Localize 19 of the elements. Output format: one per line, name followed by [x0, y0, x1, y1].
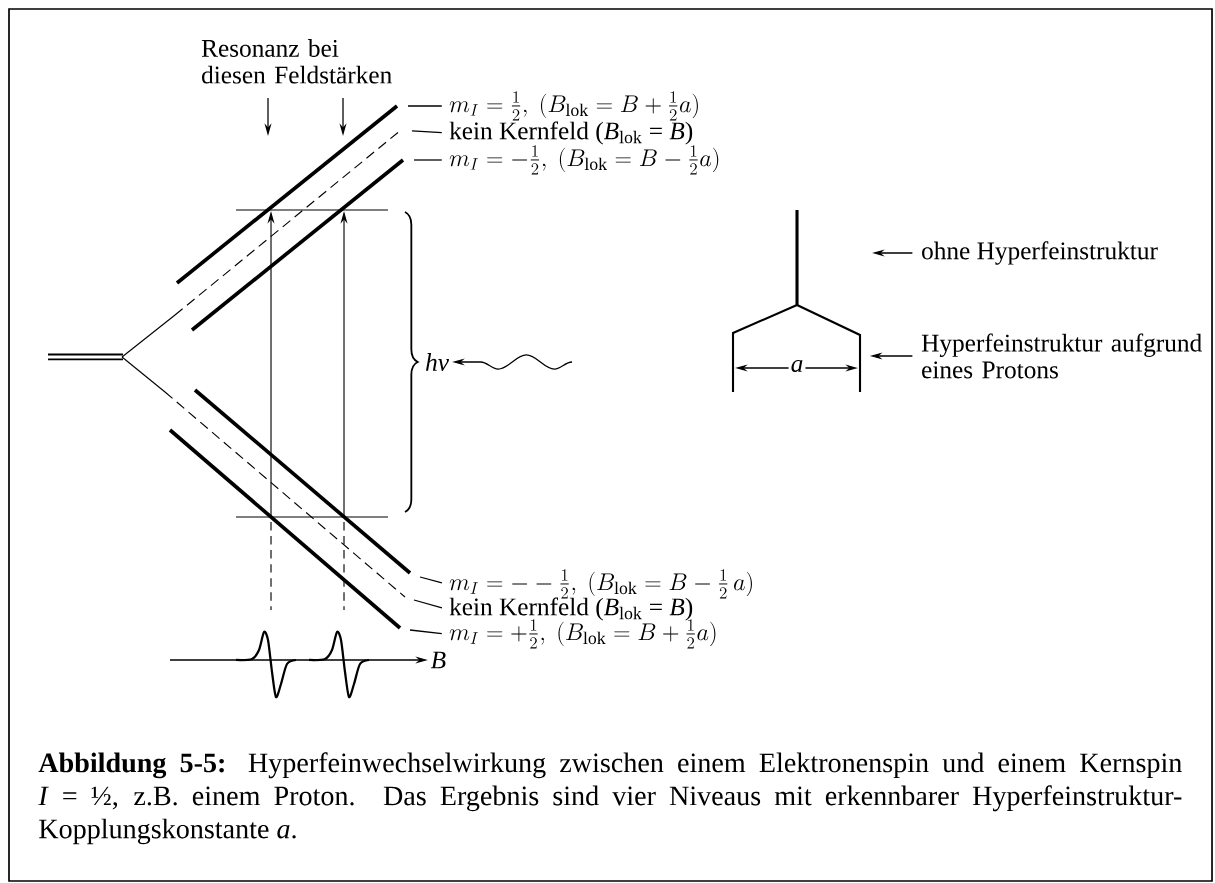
leader-line [409, 629, 443, 635]
level-label: $m_I=+\tfrac{1}{2},\ (B_{\mathrm{lok}}=B+\tfrac{1}{2}a)$ [449, 619, 716, 649]
caption: Abbildung 5-5: Hyperfeinwechselwirkung zwischen einem Elektronenspin und einem Kernspin I = ½, z.B. einem Proton. Das Ergebnis sind vier Niveaus mit erkennbarer Hyperfeinstruktur-Kopplungskonstante a. [38, 752, 1182, 845]
level-label: kein Kernfeld (B$_{lok}$ = B) [449, 121, 693, 145]
annotation-text: Resonanz bei diesen Feldstärken [201, 39, 392, 84]
leader-line [413, 599, 443, 609]
level-label: $m_I=-\tfrac{1}{2},\ (B_{\mathrm{lok}}=B-\tfrac{1}{2}a)$ [449, 145, 719, 175]
leader-line [419, 576, 443, 584]
photon-label: hν [426, 353, 449, 371]
leader-line [411, 130, 443, 134]
annotation-text: Hyperfeinstruktur aufgrund eines Protons [921, 333, 1202, 379]
dimension-label: a [788, 357, 806, 375]
level-label: $m_I=\tfrac{1}{2},\ (B_{\mathrm{lok}}=B+\tfrac{1}{2}a)$ [449, 91, 698, 121]
leader-line [413, 159, 443, 161]
split-line-drawing [731, 304, 862, 392]
axis-label: B [430, 651, 446, 669]
level-label: $m_I=--\tfrac{1}{2},\ (B_{\mathrm{lok}}=B-\tfrac{1}{2}\,a)$ [449, 569, 752, 599]
leader-line [407, 105, 443, 107]
annotation-text: ohne Hyperfeinstruktur [922, 241, 1158, 265]
